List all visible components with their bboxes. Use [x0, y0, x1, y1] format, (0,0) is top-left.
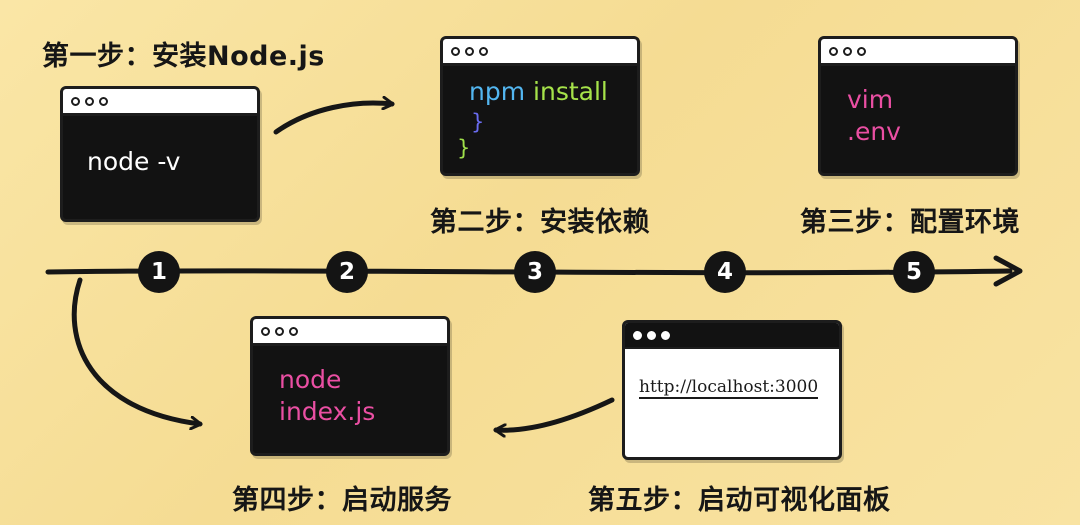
step-4-label: 第四步：启动服务 [232, 485, 452, 516]
step-5-label: 第五步：启动可视化面板 [588, 485, 891, 516]
code-line: vim [847, 85, 894, 114]
window-titlebar [625, 323, 839, 349]
window-titlebar [821, 39, 1015, 66]
code-token: npm [469, 77, 526, 106]
three-dots-icon [451, 46, 460, 56]
code-brace: } [457, 136, 471, 160]
window-titlebar [443, 39, 637, 66]
step-3-label: 第三步：配置环境 [800, 207, 1020, 238]
step-1-label: 第一步：安装Node.js [42, 41, 325, 72]
three-dots-icon [661, 330, 670, 340]
code-line: .env [847, 117, 901, 146]
curved-arrow-icon [493, 397, 615, 430]
code-brace: } [471, 110, 485, 134]
terminal-window-step-1: node -v [60, 86, 260, 222]
code-line: node -v [87, 147, 181, 176]
curved-arrow-icon [273, 103, 395, 135]
step-2-label: 第二步：安装依赖 [430, 207, 650, 238]
three-dots-icon [465, 46, 474, 56]
three-dots-icon [71, 96, 80, 106]
terminal-window-step-2: npm install } } [440, 36, 640, 176]
browser-window-step-5: http://localhost:3000 [622, 320, 842, 460]
code-line: npm install [469, 77, 608, 107]
curved-arrow-icon [71, 277, 203, 424]
step-marker-2: 2 [326, 251, 368, 293]
localhost-url: http://localhost:3000 [639, 377, 819, 399]
three-dots-icon [289, 326, 298, 336]
terminal-window-step-4: node index.js [250, 316, 450, 456]
three-dots-icon [829, 46, 838, 56]
code-line: index.js [279, 397, 376, 426]
three-dots-icon [857, 46, 866, 56]
code-line: node [279, 365, 342, 394]
step-marker-4: 4 [704, 251, 746, 293]
three-dots-icon [85, 96, 94, 106]
window-titlebar [63, 89, 257, 116]
code-token: install [533, 77, 608, 106]
three-dots-icon [99, 96, 108, 106]
step-marker-3: 3 [514, 251, 556, 293]
three-dots-icon [261, 326, 270, 336]
step-marker-1: 1 [138, 251, 180, 293]
three-dots-icon [633, 330, 642, 340]
three-dots-icon [647, 330, 656, 340]
arrow-right-icon [993, 255, 1023, 287]
three-dots-icon [479, 46, 488, 56]
terminal-window-step-3: vim .env [818, 36, 1018, 176]
three-dots-icon [275, 326, 284, 336]
window-titlebar [253, 319, 447, 346]
three-dots-icon [843, 46, 852, 56]
step-marker-5: 5 [893, 251, 935, 293]
